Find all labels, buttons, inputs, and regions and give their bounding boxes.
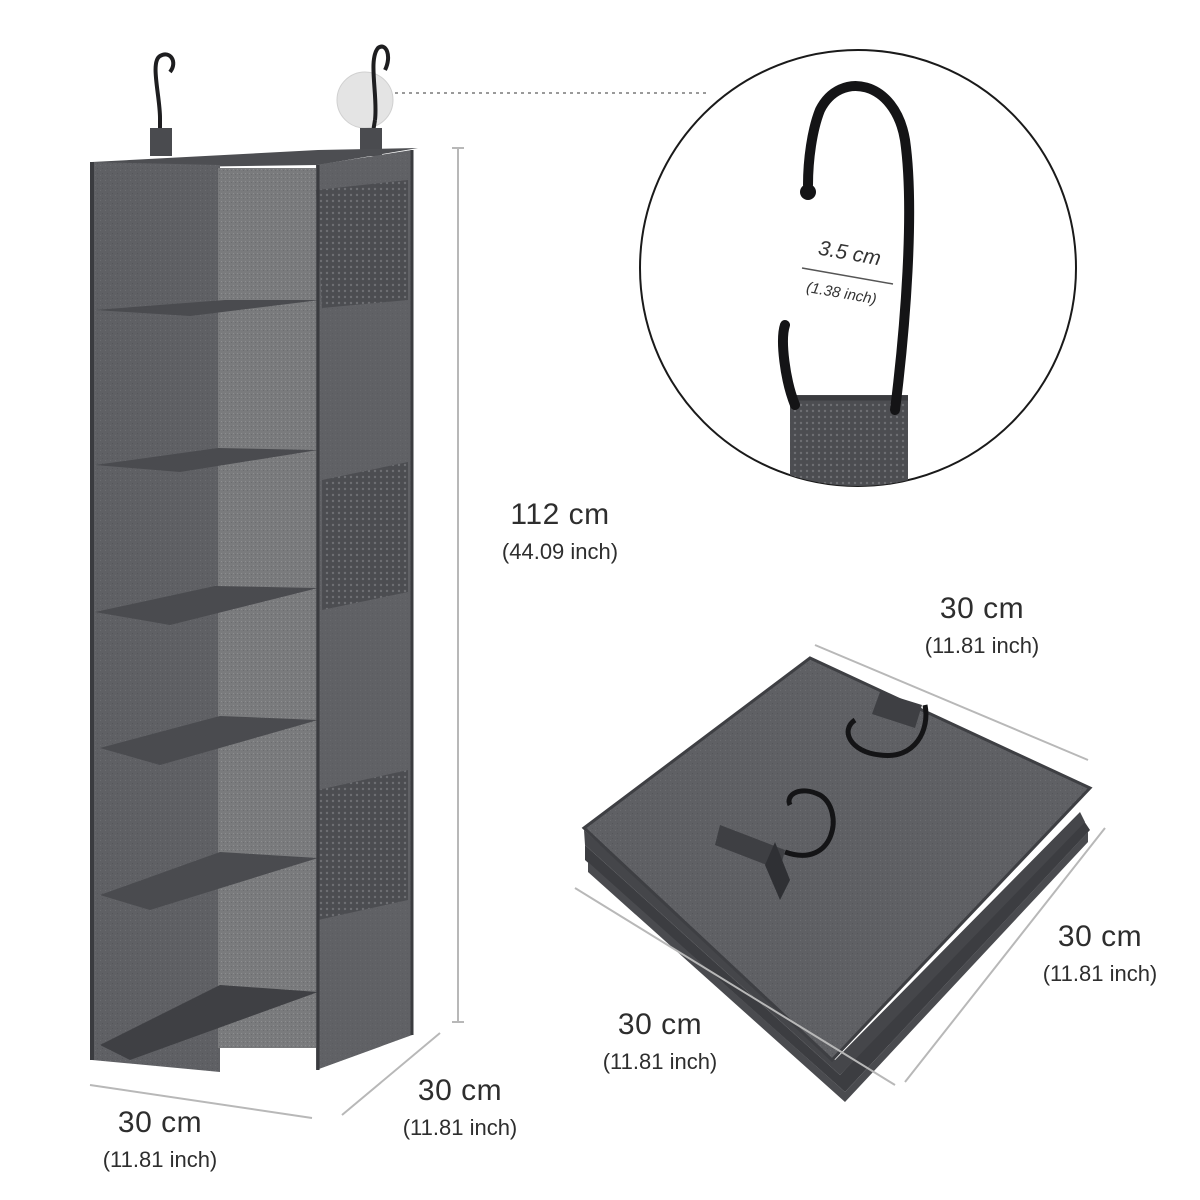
hanging-organizer [90,44,418,1072]
folded-left-cm: 30 cm [617,1008,703,1041]
folded-right-inch: (11.81 inch) [1042,960,1158,986]
s-hook-icon [778,81,915,415]
folded-hook-back-icon [845,704,929,758]
side-depth-label: 30 cm (11.81 inch) [370,1074,550,1140]
folded-right-label: 30 cm (11.81 inch) [1010,920,1190,986]
folded-top-inch: (11.81 inch) [924,632,1040,658]
folded-top-board [584,658,1090,1060]
side-depth-dimension-line [341,1032,441,1116]
folded-right-cm: 30 cm [1057,920,1143,953]
front-width-cm: 30 cm [117,1106,203,1139]
height-cm: 112 cm [510,498,610,531]
hook-gap-arrow [801,267,894,285]
top-hook-right-icon [336,44,394,156]
height-inch: (44.09 inch) [501,538,619,564]
height-label: 112 cm (44.09 inch) [470,498,650,564]
folded-left-label: 30 cm (11.81 inch) [570,1008,750,1074]
side-depth-cm: 30 cm [417,1074,503,1107]
folded-top-cm: 30 cm [939,592,1025,625]
folded-hook-front-icon [784,788,836,858]
top-hook-left-icon [150,52,176,156]
front-width-label: 30 cm (11.81 inch) [70,1106,250,1172]
side-depth-inch: (11.81 inch) [402,1114,518,1140]
folded-left-inch: (11.81 inch) [602,1048,718,1074]
folded-dimension-lines [574,644,1106,1086]
shelf [95,300,320,1060]
hook-zoom-circle [639,49,1077,487]
folded-top-label: 30 cm (11.81 inch) [892,592,1072,658]
front-width-dimension-line [89,1084,313,1119]
height-dimension-line [452,147,464,1023]
folded-organizer [581,656,1093,1102]
mesh-pocket [316,180,408,920]
front-width-inch: (11.81 inch) [102,1146,218,1172]
